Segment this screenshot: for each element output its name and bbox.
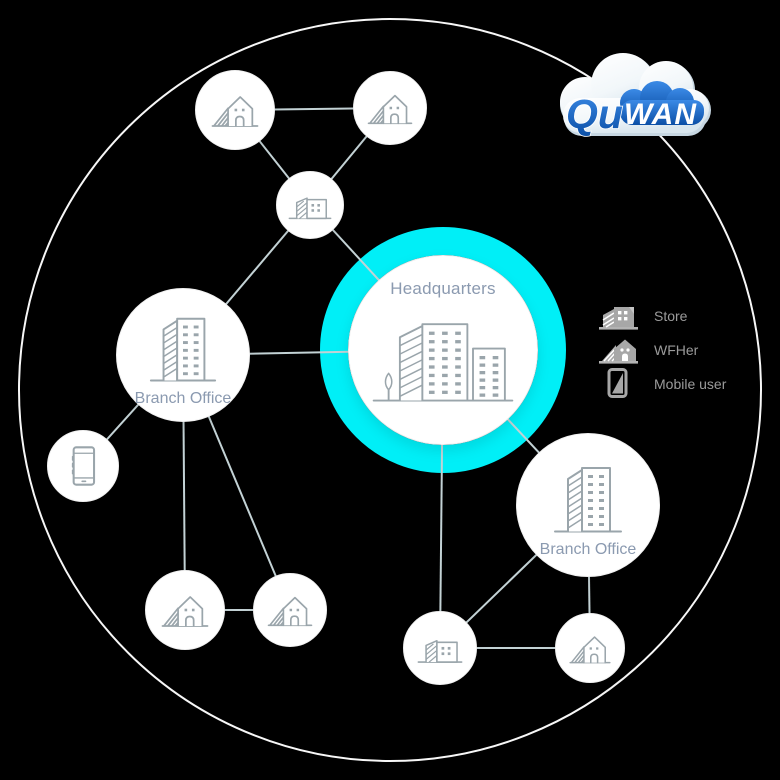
node-store-top <box>276 171 344 239</box>
node-wfher-bottom-right <box>555 613 625 683</box>
wfher-house-icon <box>267 596 313 627</box>
legend-label-store: Store <box>654 307 688 324</box>
logo-text-wan: WAN <box>624 98 697 131</box>
quwan-cloud-logo: Qu WAN <box>560 53 711 138</box>
wan-badge <box>620 81 704 125</box>
office-building-icon <box>554 467 622 533</box>
node-wfher-bottom-left-1 <box>145 570 225 650</box>
headquarters-buildings-icon <box>372 322 514 402</box>
node-headquarters: Headquarters <box>348 255 538 445</box>
wfher-house-icon <box>211 96 259 127</box>
office-building-icon <box>149 317 217 382</box>
headquarters-label: Headquarters <box>390 279 496 298</box>
wfher-house-icon <box>569 635 611 663</box>
node-store-bottom <box>403 611 477 685</box>
legend-item-store: Store <box>596 301 726 330</box>
legend-item-mobile-user: Mobile user <box>596 367 727 400</box>
mobile-phone-icon <box>596 367 640 400</box>
store-icon <box>288 196 332 219</box>
wfher-house-icon <box>596 336 640 364</box>
wfher-house-icon <box>161 596 209 627</box>
node-branch-office-right: Branch Office <box>516 433 660 577</box>
branch-office-right-label: Branch Office <box>539 541 637 558</box>
node-mobile-user <box>47 430 119 502</box>
legend-label-mobile-user: Mobile user <box>654 375 727 392</box>
store-icon <box>596 302 640 330</box>
node-wfher-bottom-left-2 <box>253 573 327 647</box>
legend: Store WFHer Mobile user <box>596 301 726 398</box>
branch-office-left-label: Branch Office <box>134 390 232 407</box>
node-wfher-top-right <box>353 71 427 145</box>
outer-boundary-circle <box>18 18 762 762</box>
legend-label-wfher: WFHer <box>654 341 699 358</box>
mobile-phone-icon <box>71 446 96 486</box>
node-wfher-top-left <box>195 70 275 150</box>
logo-text-qu: Qu <box>566 91 623 137</box>
node-branch-office-left: Branch Office <box>116 288 250 422</box>
legend-item-wfher: WFHer <box>596 335 726 364</box>
headquarters-highlight-ring <box>320 227 566 473</box>
wfher-house-icon <box>367 94 413 125</box>
store-icon <box>417 639 463 663</box>
